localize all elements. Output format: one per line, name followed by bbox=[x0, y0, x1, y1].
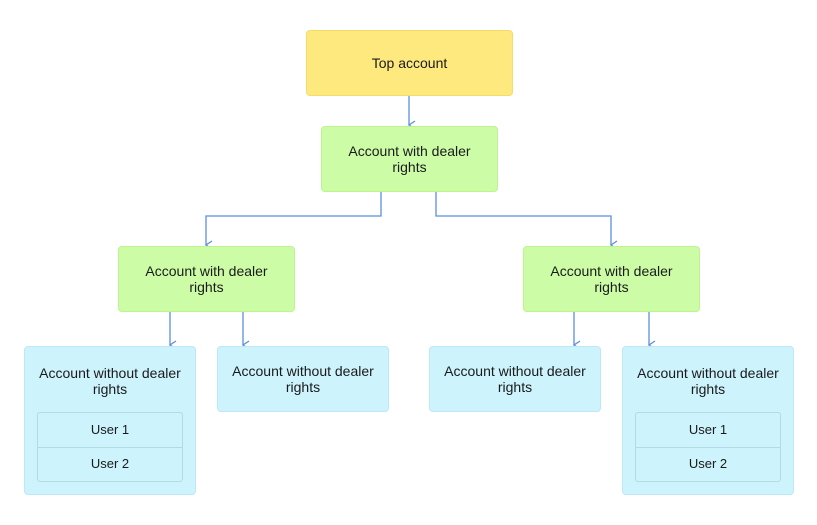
node-label: Account without dealer rights bbox=[637, 365, 779, 397]
node-label: Top account bbox=[371, 55, 448, 71]
user-list: User 1 User 2 bbox=[635, 412, 781, 482]
user-item: User 1 bbox=[688, 421, 728, 437]
dealer-right-node: Account with dealer rights bbox=[523, 246, 700, 312]
user-item: User 1 bbox=[90, 421, 130, 437]
connector-dealer-root-to-right bbox=[435, 192, 618, 250]
top-account-node: Top account bbox=[306, 30, 513, 96]
nodealer-node-2: Account without dealer rights bbox=[217, 346, 389, 412]
nodealer-node-3: Account without dealer rights bbox=[429, 346, 601, 412]
connector-dealer-root-to-left bbox=[204, 192, 382, 250]
node-label: Account without dealer rights bbox=[39, 365, 181, 397]
nodealer-node-4: Account without dealer rights User 1 Use… bbox=[622, 346, 794, 495]
user-item: User 2 bbox=[38, 446, 182, 482]
node-label: Account without dealer rights bbox=[444, 363, 586, 395]
user-list: User 1 User 2 bbox=[37, 412, 183, 482]
user-item: User 2 bbox=[636, 446, 780, 482]
dealer-left-node: Account with dealer rights bbox=[118, 246, 295, 312]
node-label: Account with dealer rights bbox=[145, 263, 268, 295]
dealer-root-node: Account with dealer rights bbox=[321, 126, 498, 192]
node-label: Account with dealer rights bbox=[348, 143, 471, 175]
node-label: Account with dealer rights bbox=[550, 263, 673, 295]
node-label: Account without dealer rights bbox=[232, 363, 374, 395]
nodealer-node-1: Account without dealer rights User 1 Use… bbox=[24, 346, 196, 495]
